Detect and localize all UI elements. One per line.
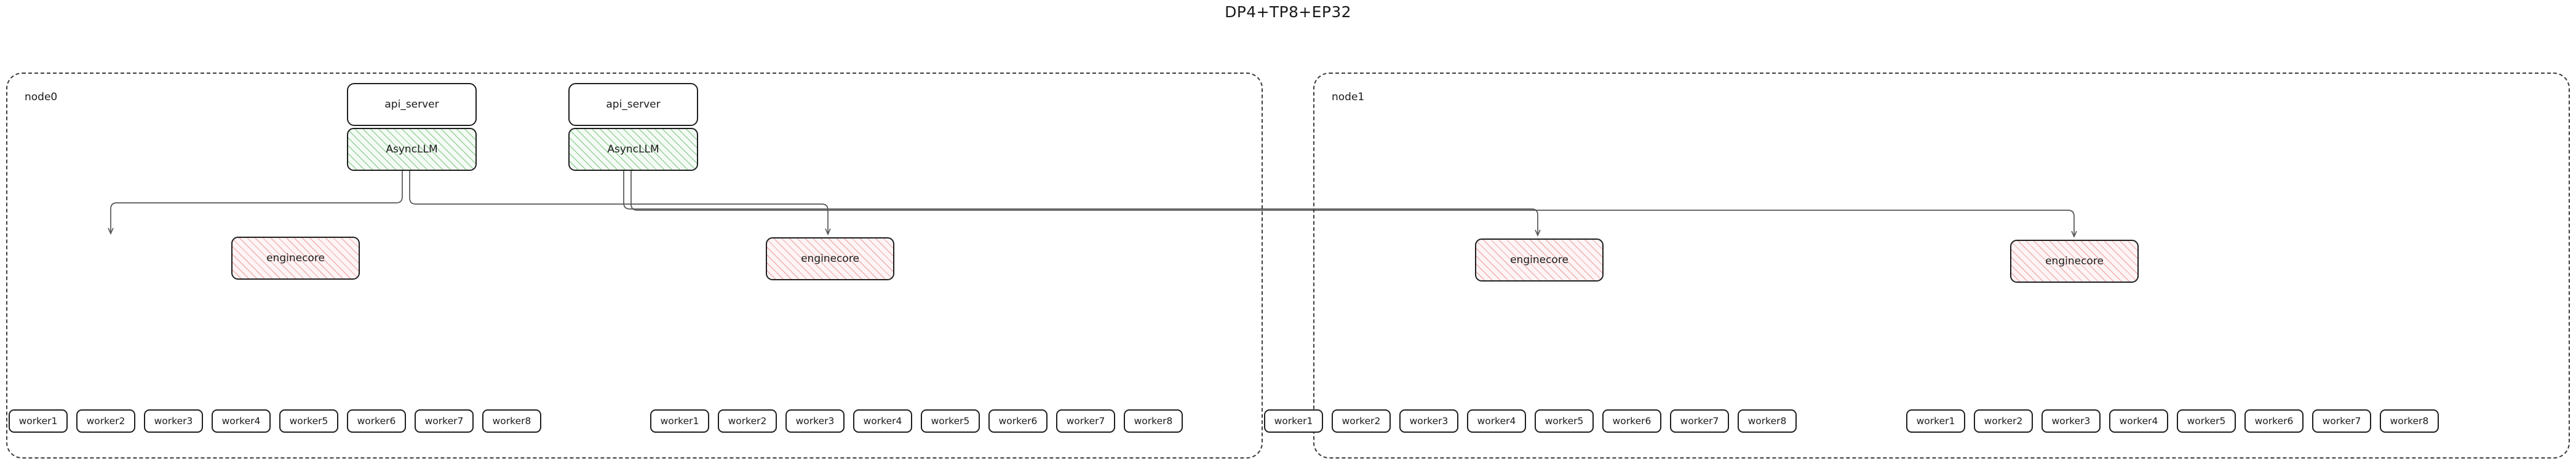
worker-box: worker1 bbox=[9, 409, 68, 433]
worker-box: worker8 bbox=[1124, 409, 1183, 433]
worker-box: worker2 bbox=[1332, 409, 1391, 433]
worker-box: worker3 bbox=[1399, 409, 1458, 433]
enginecore-box: enginecore bbox=[766, 237, 894, 280]
worker-box: worker5 bbox=[1535, 409, 1594, 433]
worker-box: worker4 bbox=[2109, 409, 2168, 433]
worker-box: worker8 bbox=[482, 409, 541, 433]
worker-box: worker4 bbox=[1467, 409, 1526, 433]
node-label-node1: node1 bbox=[1332, 91, 1365, 103]
api-server-box: api_server bbox=[568, 83, 698, 126]
worker-box: worker3 bbox=[2041, 409, 2101, 433]
worker-box: worker7 bbox=[1670, 409, 1729, 433]
worker-box: worker2 bbox=[1974, 409, 2033, 433]
worker-box: worker7 bbox=[415, 409, 474, 433]
worker-box: worker6 bbox=[988, 409, 1047, 433]
enginecore-box: enginecore bbox=[1475, 238, 1604, 282]
worker-box: worker5 bbox=[921, 409, 980, 433]
worker-box: worker5 bbox=[279, 409, 338, 433]
worker-box: worker1 bbox=[650, 409, 709, 433]
worker-box: worker5 bbox=[2177, 409, 2236, 433]
node-cluster-node1 bbox=[1313, 73, 2570, 459]
api-server-box: api_server bbox=[347, 83, 477, 126]
worker-box: worker3 bbox=[785, 409, 845, 433]
asyncllm-box: AsyncLLM bbox=[568, 128, 698, 171]
worker-box: worker2 bbox=[76, 409, 135, 433]
worker-box: worker6 bbox=[1602, 409, 1661, 433]
worker-box: worker1 bbox=[1906, 409, 1965, 433]
worker-box: worker4 bbox=[212, 409, 271, 433]
worker-box: worker3 bbox=[144, 409, 203, 433]
asyncllm-box: AsyncLLM bbox=[347, 128, 477, 171]
worker-box: worker6 bbox=[347, 409, 406, 433]
worker-box: worker1 bbox=[1264, 409, 1323, 433]
node-cluster-node0 bbox=[6, 73, 1263, 459]
page-title: DP4+TP8+EP32 bbox=[1225, 3, 1351, 21]
worker-box: worker8 bbox=[2380, 409, 2439, 433]
enginecore-box: enginecore bbox=[2010, 240, 2139, 283]
worker-box: worker7 bbox=[2312, 409, 2371, 433]
node-label-node0: node0 bbox=[25, 91, 58, 103]
worker-box: worker2 bbox=[718, 409, 777, 433]
enginecore-box: enginecore bbox=[231, 237, 360, 280]
worker-box: worker7 bbox=[1056, 409, 1115, 433]
worker-box: worker6 bbox=[2244, 409, 2304, 433]
worker-box: worker8 bbox=[1738, 409, 1797, 433]
worker-box: worker4 bbox=[853, 409, 912, 433]
